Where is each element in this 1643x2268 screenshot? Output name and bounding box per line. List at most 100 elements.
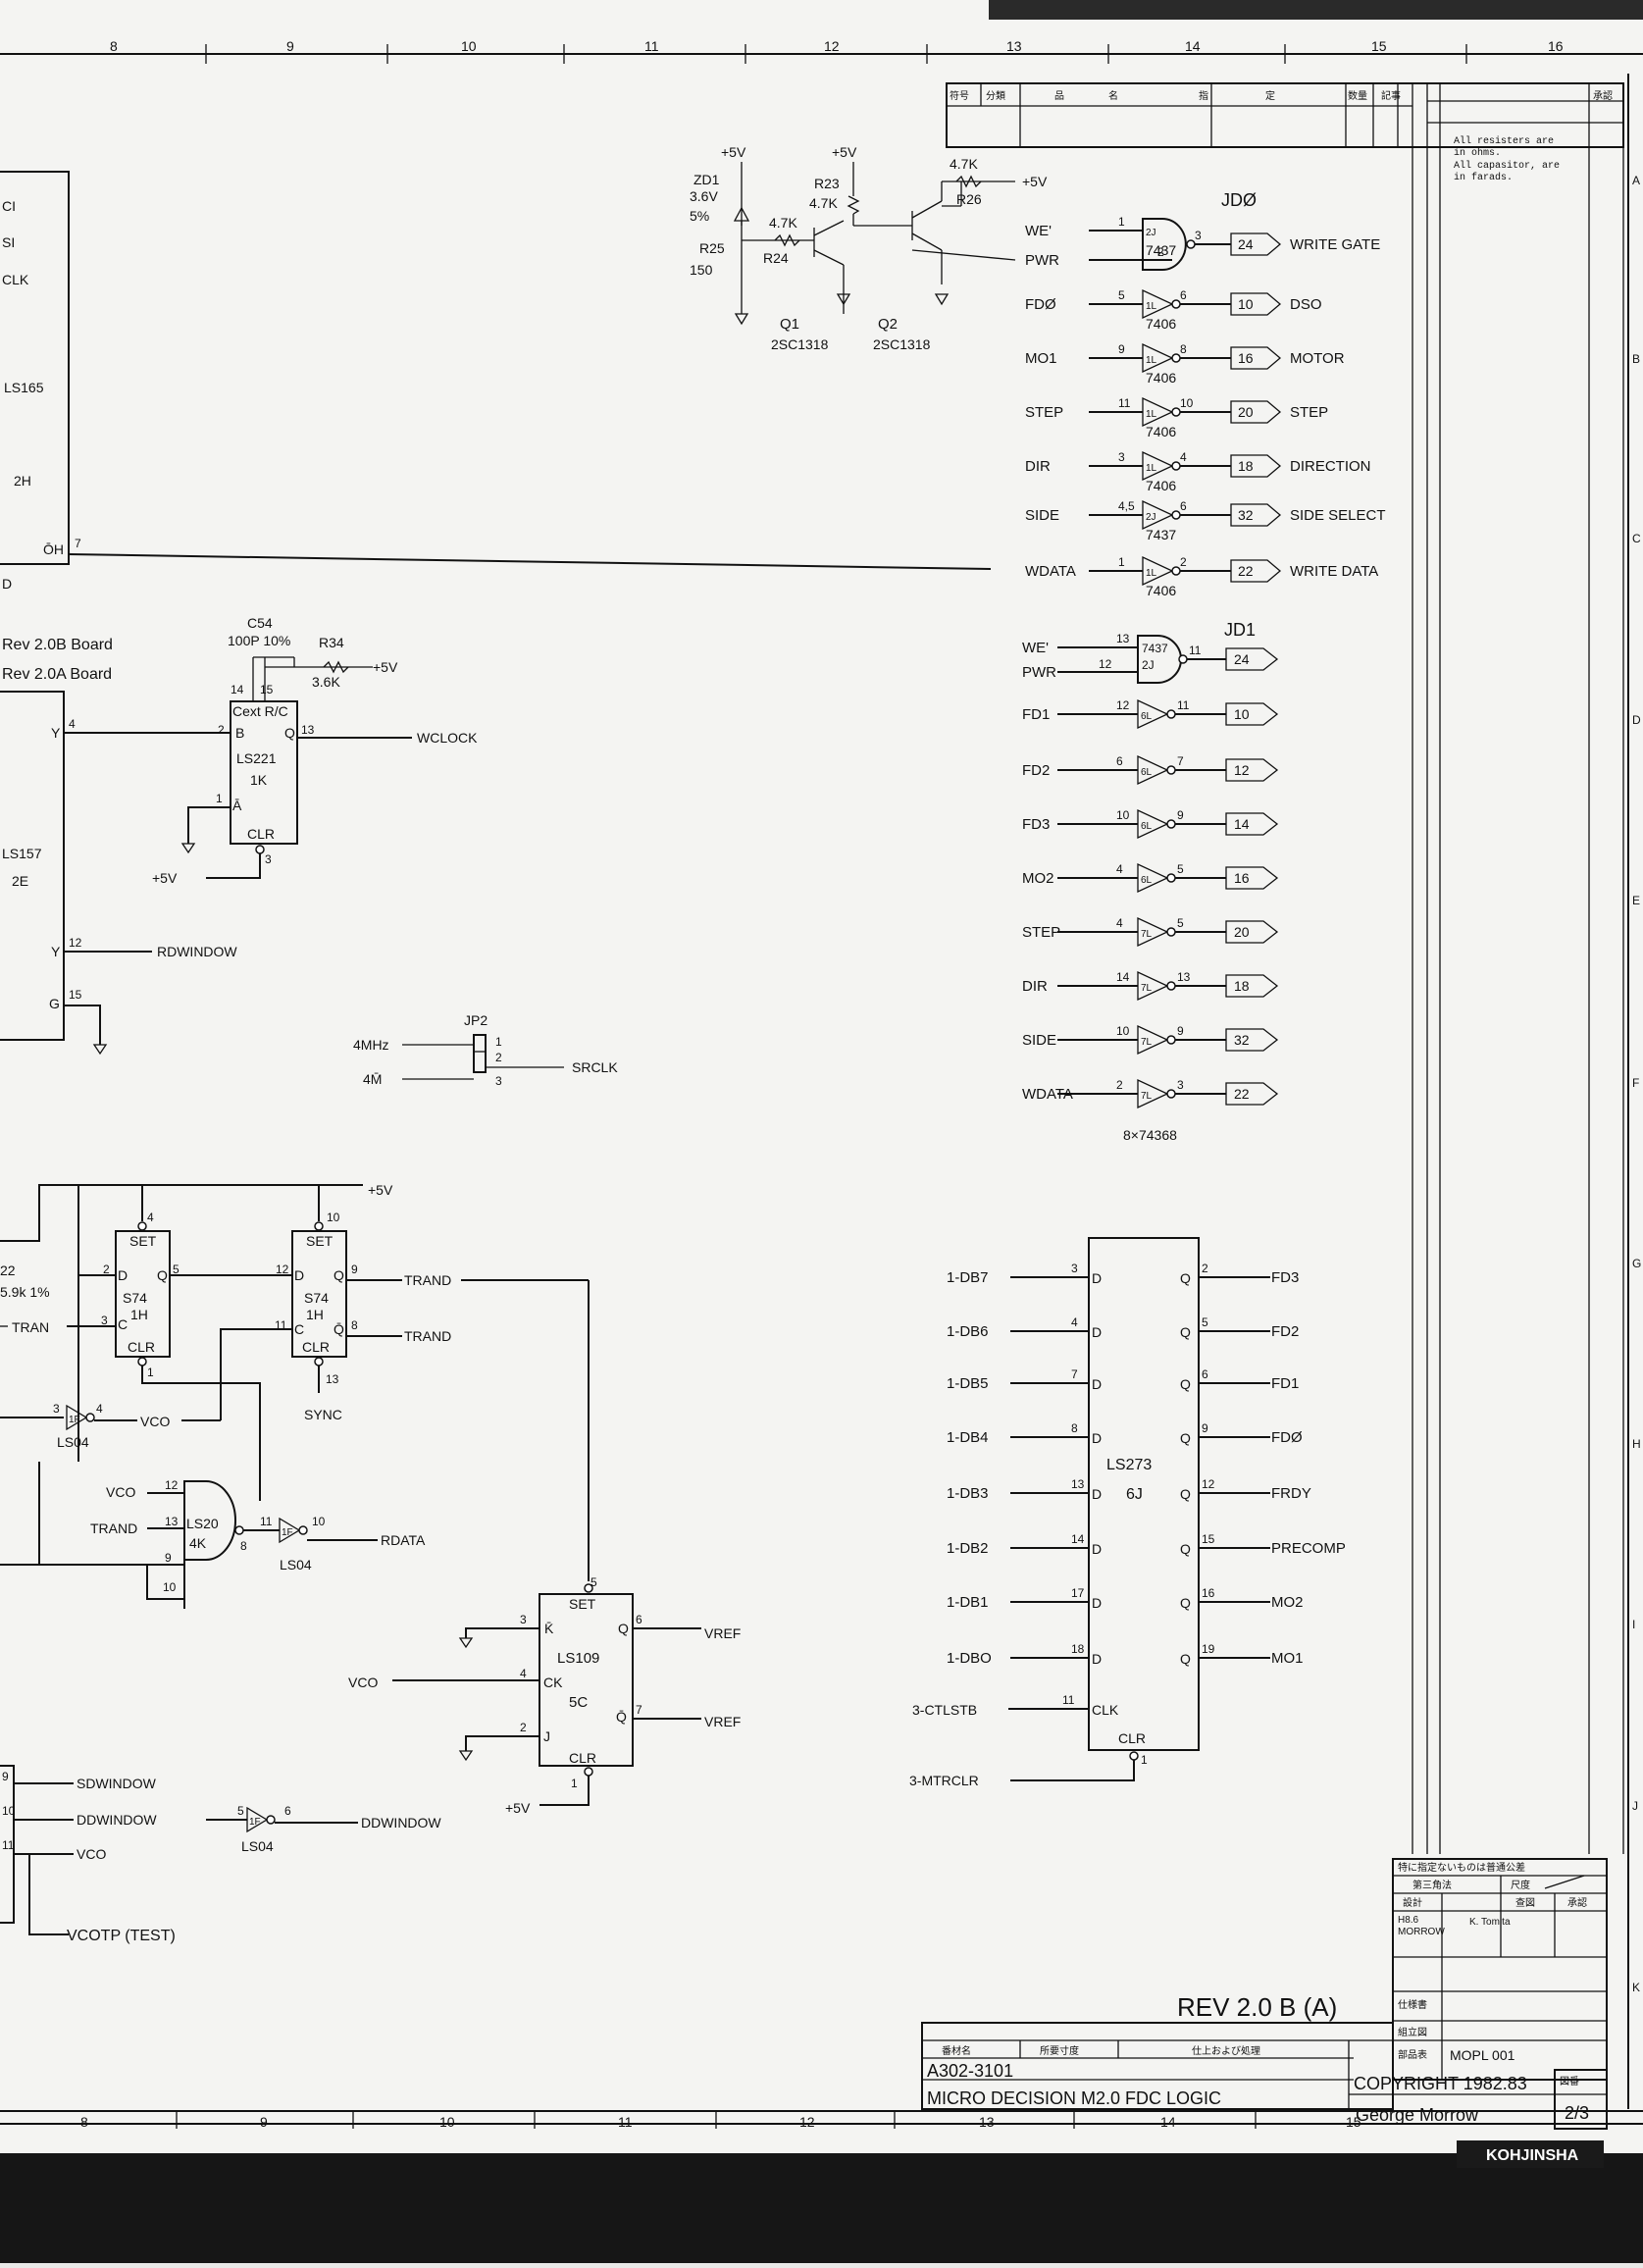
pin-number: 14: [1071, 1532, 1085, 1546]
row-letter: E: [1632, 894, 1640, 907]
pin-number: 12: [276, 1263, 289, 1276]
pin-number: 6: [1116, 754, 1123, 768]
pin-number: 2: [103, 1263, 110, 1276]
resistor-label: R25: [699, 240, 725, 256]
signal-label: TRAND: [404, 1328, 451, 1344]
pin-label: Q: [1180, 1376, 1191, 1392]
connector-pin-number: 24: [1238, 236, 1254, 252]
pin-number: 3: [265, 852, 272, 866]
pin-label: Ā: [232, 798, 242, 813]
chip-loc: 2E: [12, 873, 28, 889]
signal-label: TRAND: [90, 1521, 137, 1536]
pin-number: 10: [327, 1211, 340, 1224]
jumper-jp2: JP2 4MHz 4M̄ 1 2 3 SRCLK: [353, 1012, 618, 1088]
pin-number: 15: [69, 988, 82, 1002]
header-cell: 数量: [1348, 89, 1367, 102]
pin-number: 13: [1071, 1477, 1085, 1491]
pin-number: 6: [284, 1804, 291, 1818]
pin-label: D: [118, 1267, 128, 1283]
pin-label: Q: [1180, 1541, 1191, 1557]
zener-label: ZD1: [693, 172, 720, 187]
chip-type: 7437: [1146, 527, 1176, 542]
pin-number: 8: [240, 1539, 247, 1553]
driver-input-label: WDATA: [1022, 1086, 1073, 1103]
signal-label: 3-MTRCLR: [909, 1773, 979, 1788]
ruler-bottom-label: 9: [260, 2114, 268, 2130]
inverter-bubble: [1166, 709, 1176, 719]
title-check: 查図: [1515, 1896, 1535, 1909]
connector-pin: [1230, 232, 1282, 256]
sheet-label: 図番: [1560, 2076, 1579, 2088]
connector-pin: [1225, 866, 1279, 890]
header-cell: 分類: [986, 90, 1005, 102]
ruler-bottom-label: 13: [979, 2114, 995, 2130]
pin-number: 1: [495, 1035, 502, 1049]
chip-type: 7406: [1146, 583, 1176, 598]
connector-pin-number: 32: [1234, 1032, 1250, 1048]
header-cell: 定: [1265, 89, 1275, 102]
row-letter: G: [1632, 1257, 1641, 1270]
ls273-latch: LS273 6J CLR CLK 11 3-CTLSTB 1 3-MTRCLR …: [909, 1237, 1346, 1788]
inverter-bubble: [1186, 239, 1196, 249]
pin-number: 13: [301, 723, 315, 737]
buffer-gate: [1137, 1078, 1169, 1109]
pin-number: 16: [1202, 1586, 1215, 1600]
pin-label: CK: [543, 1675, 563, 1690]
ls273-pins: 1-DB73D1-DB64D1-DB57D1-DB48D1-DB313D1-DB…: [947, 1262, 1346, 1667]
chip-loc: 1L: [1146, 463, 1157, 474]
pin-label: Q: [1180, 1430, 1191, 1446]
pin-number: 3: [101, 1314, 108, 1327]
pin-number: 11: [1118, 396, 1131, 410]
buffer-gate: [1137, 862, 1169, 894]
ruler-top-label: 14: [1185, 38, 1201, 54]
board-rev-a: Rev 2.0A Board: [2, 666, 112, 683]
chip-loc: 6L: [1141, 711, 1153, 722]
maker-badge: [1457, 2140, 1604, 2168]
chip-loc: 5C: [569, 1694, 588, 1711]
chip-loc: 7L: [1141, 983, 1153, 994]
pin-number: 4: [96, 1402, 103, 1416]
pin-number: 8: [351, 1318, 358, 1332]
inverter-bubble: [1171, 353, 1181, 363]
supply-label: +5V: [505, 1800, 531, 1816]
title-asm: 組立図: [1398, 2026, 1427, 2038]
chip-name: LS273: [1106, 1457, 1152, 1473]
transistor-label: Q1: [780, 316, 799, 333]
connector-pin: [1230, 346, 1282, 370]
pin-number: 2: [1180, 555, 1187, 569]
pin-number: 11: [1062, 1693, 1075, 1707]
latch-output-label: PRECOMP: [1271, 1540, 1346, 1557]
inverter-bubble: [1166, 927, 1176, 937]
connector-pin: [1230, 292, 1282, 316]
title-block: 特に指定ないものは普通公差 第三角法 尺度 設計 查図 承認 H8.6 MORR…: [921, 1858, 1608, 2168]
driver-input-label: WDATA: [1025, 563, 1076, 580]
note-line: All capasitor, are: [1454, 160, 1560, 172]
pin-number: 2: [1157, 245, 1164, 259]
signal-label: SDWINDOW: [77, 1776, 157, 1791]
connector-signal: STEP: [1290, 404, 1328, 421]
ruler-top-label: 11: [644, 38, 659, 54]
chip-loc: 1L: [1146, 568, 1157, 579]
connector-pin-number: 20: [1234, 924, 1250, 940]
pin-number: 9: [2, 1770, 9, 1783]
title-part-no: MOPL 001: [1450, 2047, 1515, 2063]
pin-number: 5: [173, 1263, 180, 1276]
title-col: 番材名: [942, 2044, 971, 2057]
nand-gate: [1142, 218, 1187, 271]
pin-number: 1: [1118, 215, 1125, 229]
row-letter: F: [1632, 1076, 1639, 1090]
chip-name: LS221: [236, 750, 277, 766]
driver-input-label: WE': [1022, 640, 1049, 656]
chip-loc: 4K: [189, 1535, 207, 1551]
buffer-gate: [1137, 970, 1169, 1002]
title-checker: K. Tomita: [1469, 1917, 1511, 1928]
driver-input-label: FD3: [1022, 816, 1050, 833]
chip-loc: 7L: [1141, 1091, 1153, 1102]
pin-label: D: [1092, 1376, 1102, 1392]
connector-title-jd0: JDØ: [1221, 190, 1257, 210]
pin-number: 5: [237, 1804, 244, 1818]
inverter-bubble: [1166, 819, 1176, 829]
driver-input-label: MO1: [1025, 350, 1057, 367]
